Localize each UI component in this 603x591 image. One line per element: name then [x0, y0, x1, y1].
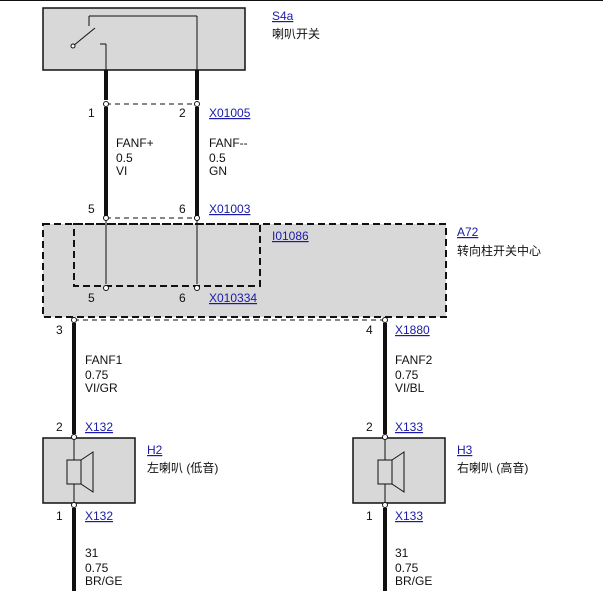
pin-dot — [103, 101, 109, 107]
pin-h2-1: 1 — [56, 509, 63, 523]
h2-description: 左喇叭 (低音) — [147, 460, 218, 475]
wire-ground-left-name: 31 — [85, 546, 99, 560]
pin-s4a-1: 1 — [88, 106, 95, 120]
pin-dot — [71, 502, 77, 508]
wire-fanf2-name: FANF2 — [395, 353, 433, 367]
connector-x132-bottom-link[interactable]: X132 — [85, 509, 113, 523]
pin-dot — [71, 317, 77, 323]
wire-fanf2-color: VI/BL — [395, 381, 425, 395]
connector-x133-bottom-link[interactable]: X133 — [395, 509, 423, 523]
h2-id-link[interactable]: H2 — [147, 443, 163, 457]
pin-dot — [103, 285, 109, 291]
wire-ground-left-size: 0.75 — [85, 561, 109, 575]
i01086-box[interactable] — [73, 223, 261, 287]
s4a-box[interactable] — [42, 7, 246, 71]
wire-fanf1-color: VI/GR — [85, 381, 118, 395]
speaker-icon — [377, 440, 405, 503]
pin-h2-2: 2 — [56, 420, 63, 434]
connector-x01003-link[interactable]: X01003 — [209, 202, 251, 216]
pin-dot — [194, 215, 200, 221]
s4a-id-link[interactable]: S4a — [272, 9, 294, 23]
connector-x010334-link[interactable]: X010334 — [209, 291, 257, 305]
pin-a72-3: 3 — [56, 323, 63, 337]
connector-x132-top-link[interactable]: X132 — [85, 420, 113, 434]
speaker-icon — [66, 440, 94, 503]
wire-fanf1-name: FANF1 — [85, 353, 123, 367]
wire-ground-right-name: 31 — [395, 546, 409, 560]
pin-dot — [382, 317, 388, 323]
pin-dot — [103, 215, 109, 221]
wire-fanf1-size: 0.75 — [85, 368, 109, 382]
pin-a72-4: 4 — [366, 323, 373, 337]
wire-ground-left-color: BR/GE — [85, 574, 122, 588]
pin-dot — [194, 285, 200, 291]
s4a-description: 喇叭开关 — [272, 26, 320, 41]
pin-h3-2: 2 — [366, 420, 373, 434]
connector-x1880-link[interactable]: X1880 — [395, 323, 430, 337]
pin-dot — [382, 502, 388, 508]
pin-dot — [194, 101, 200, 107]
wire-fanf-plus-color: VI — [116, 164, 127, 178]
wire-ground-right-color: BR/GE — [395, 574, 432, 588]
switch-icon — [70, 15, 198, 70]
pin-i-5: 5 — [88, 291, 95, 305]
pin-dot — [71, 434, 77, 440]
wire-fanf-minus-color: GN — [209, 164, 227, 178]
a72-id-link[interactable]: A72 — [457, 225, 479, 239]
pin-i-6: 6 — [179, 291, 186, 305]
h3-description: 右喇叭 (高音) — [457, 460, 528, 475]
pin-a72-6: 6 — [179, 202, 186, 216]
i01086-id-link[interactable]: I01086 — [272, 229, 309, 243]
pin-h3-1: 1 — [366, 509, 373, 523]
a72-box[interactable] — [42, 223, 447, 318]
a72-description: 转向柱开关中心 — [457, 243, 541, 258]
connector-x133-top-link[interactable]: X133 — [395, 420, 423, 434]
wire-fanf-minus-name: FANF-- — [209, 136, 248, 150]
wire-fanf-minus-size: 0.5 — [209, 151, 226, 165]
pin-dot — [382, 434, 388, 440]
pin-a72-5: 5 — [88, 202, 95, 216]
pin-s4a-2: 2 — [179, 106, 186, 120]
wire-ground-right-size: 0.75 — [395, 561, 419, 575]
wire-fanf-plus-size: 0.5 — [116, 151, 133, 165]
connector-x01005-link[interactable]: X01005 — [209, 106, 251, 120]
wire-fanf2-size: 0.75 — [395, 368, 419, 382]
h3-id-link[interactable]: H3 — [457, 443, 473, 457]
wire-fanf-plus-name: FANF+ — [116, 136, 154, 150]
